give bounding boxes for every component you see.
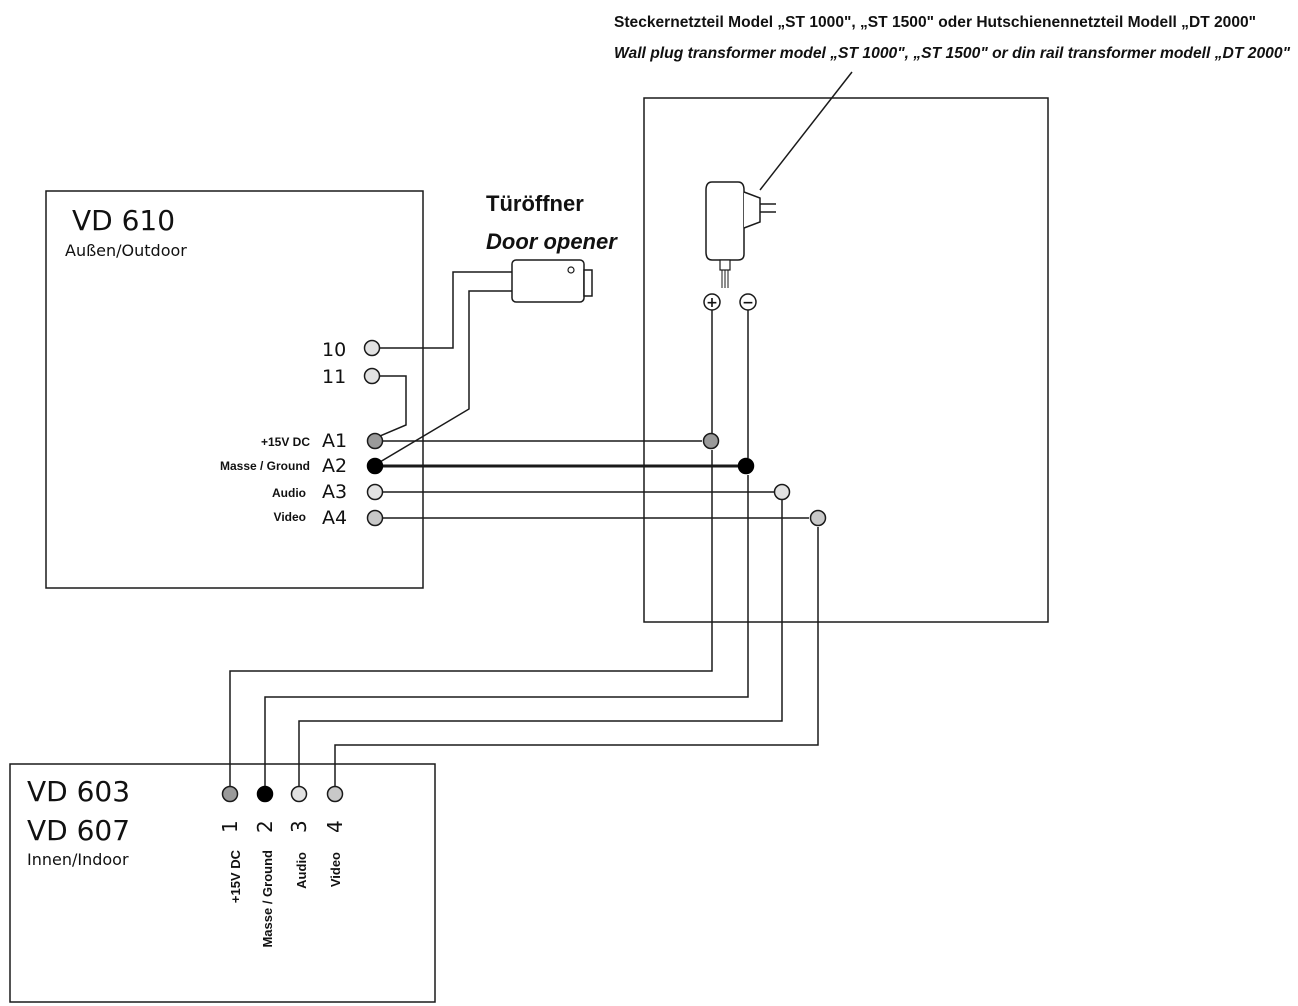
door-opener-icon [511,259,593,303]
outdoor-location: Außen/Outdoor [65,241,187,260]
indoor-terminal-2-circle [256,785,274,803]
terminal-11-label: 11 [322,366,346,388]
terminal-a3-circle [366,483,384,501]
indoor-unit-box [9,763,436,1003]
terminal-11-circle [363,367,381,385]
wire-down-4 [334,527,819,786]
terminal-a4-desc: Video [274,510,306,524]
terminal-a3-label: A3 [322,481,347,503]
wire-down-1 [229,450,713,786]
wall-plug-transformer-icon [705,181,776,288]
indoor-terminal-2-label: 2 [253,820,277,833]
terminal-a4-label: A4 [322,507,347,529]
indoor-terminal-4-circle [326,785,344,803]
indoor-terminal-1-desc: +15V DC [228,849,243,903]
outdoor-model: VD 610 [72,204,175,237]
terminal-a2-desc: Masse / Ground [220,459,310,473]
junction-a4 [809,509,827,527]
indoor-terminal-3-circle [290,785,308,803]
terminal-a4-circle [366,509,384,527]
terminal-a1-label: A1 [322,430,347,452]
power-supply-box [643,97,1049,623]
terminal-10-circle [363,339,381,357]
plus-symbol: + [706,295,718,311]
door-opener-label-en: Door opener [486,229,618,254]
terminal-a2-label: A2 [322,455,347,477]
indoor-location: Innen/Indoor [27,850,129,869]
power-supply-caption-en: Wall plug transformer model „ST 1000", „… [614,45,1290,62]
indoor-terminal-3-desc: Audio [294,852,309,889]
wire-door-opener-a2 [379,290,512,463]
minus-symbol: − [742,295,754,311]
wire-down-3 [298,500,783,786]
caption-pointer-line [759,71,853,191]
terminal-a1-circle [366,432,384,450]
indoor-terminal-1-circle [221,785,239,803]
junction-a2 [737,457,755,475]
terminal-10-label: 10 [322,339,346,361]
indoor-terminal-4-label: 4 [323,820,347,833]
indoor-terminal-4-desc: Video [328,852,343,887]
outdoor-unit-box [45,190,424,589]
terminal-a2-circle [366,457,384,475]
indoor-model-1: VD 603 [27,775,130,808]
indoor-terminal-2-desc: Masse / Ground [260,850,275,948]
terminal-a1-desc: +15V DC [261,435,310,449]
wire-10-door-opener [380,271,512,349]
indoor-model-2: VD 607 [27,814,130,847]
junction-a3 [773,483,791,501]
indoor-terminal-3-label: 3 [287,820,311,833]
power-supply-caption-de: Steckernetzteil Model „ST 1000", „ST 150… [614,14,1256,31]
wire-11-a1-bridge [379,375,407,437]
door-opener-label-de: Türöffner [486,191,584,216]
wire-down-2 [264,475,749,786]
indoor-terminal-1-label: 1 [218,820,242,833]
terminal-a3-desc: Audio [272,486,306,500]
junction-a1 [702,432,720,450]
wires [229,271,819,786]
